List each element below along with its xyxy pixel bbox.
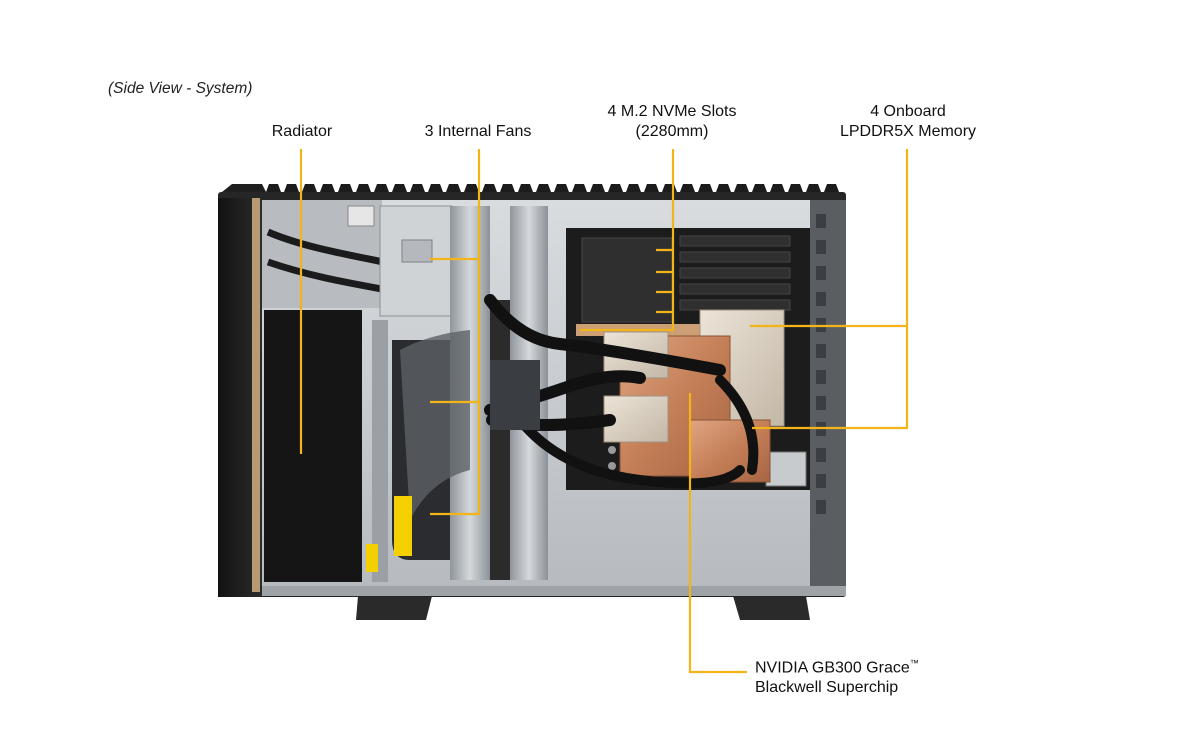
vent-tooth xyxy=(464,184,479,192)
vent-tooth xyxy=(338,184,353,192)
vent-tooth xyxy=(680,184,695,192)
nvme-label-line2: (2280mm) xyxy=(635,123,709,140)
rear-foot xyxy=(733,596,810,620)
radiator-label: Radiator xyxy=(271,123,333,140)
vent-tooth xyxy=(374,184,389,192)
superchip-label: NVIDIA GB300 Grace™ Blackwell Superchip xyxy=(755,653,919,698)
vent-tooth xyxy=(734,184,749,192)
top-vent-teeth xyxy=(266,184,839,192)
vent-tooth xyxy=(518,184,533,192)
fans-label: 3 Internal Fans xyxy=(424,123,532,140)
vent-tooth xyxy=(410,184,425,192)
superchip-label-line1: NVIDIA GB300 Grace xyxy=(755,659,910,677)
vent-tooth xyxy=(824,184,839,192)
fan-hub xyxy=(490,360,540,430)
vent-tooth xyxy=(716,184,731,192)
vent-tooth xyxy=(266,184,281,192)
vent-tooth xyxy=(482,184,497,192)
vent-tooth xyxy=(428,184,443,192)
memory-callout xyxy=(750,149,909,430)
fan-assembly xyxy=(366,206,548,582)
vent-tooth xyxy=(788,184,803,192)
superchip-callout xyxy=(688,393,747,674)
vent-tooth xyxy=(698,184,713,192)
radiator xyxy=(262,200,441,582)
nvme-callout xyxy=(580,149,675,332)
vent-tooth xyxy=(302,184,317,192)
vent-tooth xyxy=(626,184,641,192)
vent-tooth xyxy=(320,184,335,192)
callout-lines xyxy=(299,149,909,674)
vent-tooth xyxy=(752,184,767,192)
vent-tooth xyxy=(392,184,407,192)
vent-tooth xyxy=(284,184,299,192)
vent-tooth xyxy=(608,184,623,192)
figure-caption: (Side View - System) xyxy=(108,80,253,97)
nvme-label-line1: 4 M.2 NVMe Slots xyxy=(607,103,737,120)
nvme-label: 4 M.2 NVMe Slots (2280mm) xyxy=(594,102,750,142)
memory-label-line2: LPDDR5X Memory xyxy=(839,123,977,140)
vent-tooth xyxy=(536,184,551,192)
trademark-symbol: ™ xyxy=(909,658,919,668)
vent-tooth xyxy=(644,184,659,192)
memory-label-line1: 4 Onboard xyxy=(870,103,946,120)
vent-tooth xyxy=(770,184,785,192)
vent-tooth xyxy=(554,184,569,192)
vent-tooth xyxy=(446,184,461,192)
vent-tooth xyxy=(356,184,371,192)
vent-tooth xyxy=(662,184,677,192)
superchip-label-line2: Blackwell Superchip xyxy=(755,679,899,697)
memory-label: 4 Onboard LPDDR5X Memory xyxy=(830,102,986,142)
front-foot xyxy=(356,596,432,620)
vent-tooth xyxy=(572,184,587,192)
vent-tooth xyxy=(500,184,515,192)
vent-tooth xyxy=(590,184,605,192)
fans-callout xyxy=(430,149,481,516)
vent-tooth xyxy=(806,184,821,192)
